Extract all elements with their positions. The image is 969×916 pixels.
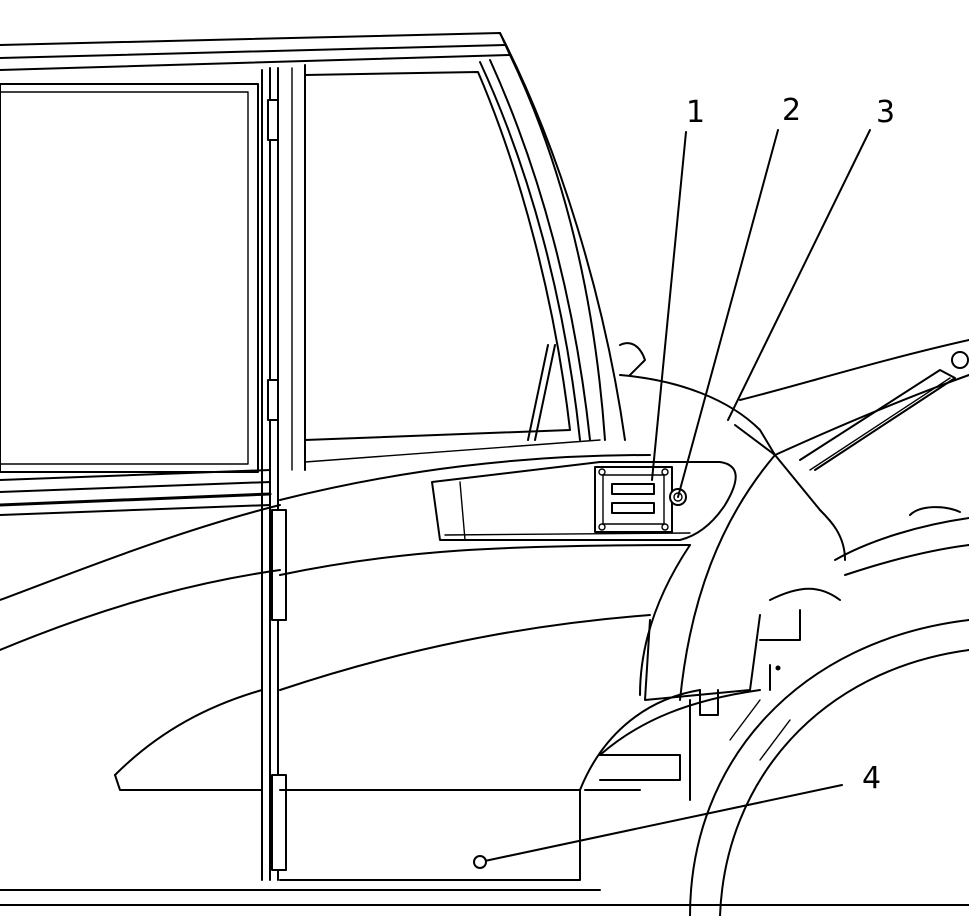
callouts: 1 2 3 4 xyxy=(686,93,895,796)
door-pillar xyxy=(261,64,306,881)
callout-3: 3 xyxy=(876,95,895,130)
rear-pillar xyxy=(479,32,626,441)
left-door-window xyxy=(0,83,272,516)
boom-arm xyxy=(739,339,969,691)
callout-1: 1 xyxy=(686,95,705,130)
leader-lines xyxy=(473,129,871,869)
leader-line-1 xyxy=(651,131,687,481)
lower-hinge xyxy=(271,774,287,871)
leader-line-2 xyxy=(677,129,779,498)
item-4-marker xyxy=(473,855,487,869)
callout-4: 4 xyxy=(862,761,881,796)
step-area xyxy=(584,689,719,801)
upper-hinge xyxy=(271,509,287,621)
body-panels xyxy=(0,454,691,891)
right-door-window xyxy=(304,71,601,463)
leader-line-4 xyxy=(479,784,843,863)
handle-recess xyxy=(431,461,737,541)
leader-line-3 xyxy=(727,129,871,421)
callout-2: 2 xyxy=(782,93,801,128)
wheel xyxy=(689,619,969,916)
cab-roof xyxy=(0,32,511,71)
fender xyxy=(579,342,821,791)
access-panel xyxy=(594,466,673,533)
